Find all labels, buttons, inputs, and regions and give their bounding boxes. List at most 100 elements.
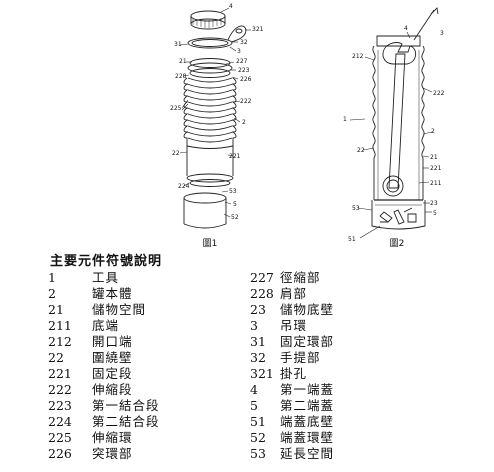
legend-number: 4 xyxy=(250,382,258,397)
fig1-caption: 圖1 xyxy=(203,238,218,249)
legend-row: 32 手提部 xyxy=(250,350,334,366)
fig1-callout: 222 xyxy=(240,98,252,105)
fig2-callout: 21 xyxy=(430,154,438,161)
fig1-callout: 321 xyxy=(252,26,264,33)
fig2-callout: 4 xyxy=(404,25,408,32)
fig2-callout: 212 xyxy=(352,53,364,60)
legend-row: 224 第二結合段 xyxy=(48,414,160,430)
legend-label: 延長空間 xyxy=(280,446,335,461)
legend-number: 212 xyxy=(48,334,72,349)
fig2-caption: 圖2 xyxy=(390,238,405,249)
legend-row: 51 端蓋底壁 xyxy=(250,414,334,430)
fig1-callout: 2 xyxy=(242,119,246,126)
legend-row: 227 徑縮部 xyxy=(250,270,334,286)
fig1-callout: 52 xyxy=(231,214,239,221)
legend-number: 224 xyxy=(48,414,72,429)
legend-number: 23 xyxy=(250,302,266,317)
legend-label: 第二端蓋 xyxy=(280,398,335,413)
legend-label: 掛孔 xyxy=(280,366,308,381)
legend-label: 底端 xyxy=(92,318,120,333)
legend-row: 23 儲物底壁 xyxy=(250,302,334,318)
legend-label: 端蓋環壁 xyxy=(280,430,335,445)
legend-label: 第二結合段 xyxy=(92,414,160,429)
legend-row: 53 延長空間 xyxy=(250,446,334,462)
fig1-callout: 221 xyxy=(229,153,241,160)
legend-row: 228 肩部 xyxy=(250,286,334,302)
legend-number: 226 xyxy=(48,446,72,461)
legend-label: 儲物空間 xyxy=(92,302,147,317)
legend-number: 32 xyxy=(250,350,266,365)
fig1-callout: 53 xyxy=(229,188,237,195)
fig2-callout: 211 xyxy=(430,180,442,187)
legend-row: 211 底端 xyxy=(48,318,160,334)
legend-row: 3 吊環 xyxy=(250,318,334,334)
legend-label: 第一端蓋 xyxy=(280,382,335,397)
legend-label: 手提部 xyxy=(280,350,321,365)
legend-number: 51 xyxy=(250,414,266,429)
fig2-callout: 23 xyxy=(430,200,438,207)
fig2-callout: 221 xyxy=(430,165,442,172)
legend-label: 工具 xyxy=(92,270,120,285)
legend-label: 開口端 xyxy=(92,334,133,349)
fig1-callout: 5 xyxy=(233,201,237,208)
legend-row: 226 突環部 xyxy=(48,446,160,462)
legend-label: 徑縮部 xyxy=(280,270,321,285)
legend-number: 221 xyxy=(48,366,72,381)
legend-number: 21 xyxy=(48,302,64,317)
legend-number: 52 xyxy=(250,430,266,445)
fig1-callout: 226 xyxy=(240,76,252,83)
fig1-callout: 227 xyxy=(236,58,248,65)
legend-number: 53 xyxy=(250,446,266,461)
legend-label: 突環部 xyxy=(92,446,133,461)
fig1-callout: 31 xyxy=(174,41,182,48)
fig1-callout: 224 xyxy=(178,183,190,190)
legend-row: 221 固定段 xyxy=(48,366,160,382)
legend-number: 22 xyxy=(48,350,64,365)
legend-row: 1 工具 xyxy=(48,270,160,286)
patent-drawings: 4321313232122722322822622522222222122453… xyxy=(170,3,445,249)
fig1-callout: 22 xyxy=(172,150,180,157)
fig1-callout: 228 xyxy=(175,73,187,80)
legend-row: 5 第二端蓋 xyxy=(250,398,334,414)
legend-number: 227 xyxy=(250,270,274,285)
legend-label: 吊環 xyxy=(280,318,308,333)
legend-number: 1 xyxy=(48,270,56,285)
fig1-callout: 21 xyxy=(179,58,187,65)
legend-label: 肩部 xyxy=(280,286,308,301)
legend-label: 固定段 xyxy=(92,366,133,381)
legend-number: 5 xyxy=(250,398,258,413)
legend-row: 321 掛孔 xyxy=(250,366,334,382)
legend-number: 31 xyxy=(250,334,266,349)
legend-number: 228 xyxy=(250,286,274,301)
legend-label: 第一結合段 xyxy=(92,398,160,413)
legend-label: 圍繞壁 xyxy=(92,350,133,365)
fig1-callout: 3 xyxy=(237,48,241,55)
fig2-callout: 222 xyxy=(433,90,445,97)
legend-row: 4 第一端蓋 xyxy=(250,382,334,398)
legend-title: 主要元件符號說明 xyxy=(50,254,163,269)
fig2-callout: 53 xyxy=(352,205,360,212)
legend-number: 3 xyxy=(250,318,258,333)
legend-row: 212 開口端 xyxy=(48,334,160,350)
legend-number: 2 xyxy=(48,286,56,301)
legend-label: 伸縮段 xyxy=(92,382,133,397)
legend-number: 211 xyxy=(48,318,72,333)
fig2-callout: 22 xyxy=(357,147,365,154)
fig1-callout: 223 xyxy=(238,67,250,74)
legend-row: 52 端蓋環壁 xyxy=(250,430,334,446)
legend-label: 端蓋底壁 xyxy=(280,414,335,429)
legend-label: 儲物底壁 xyxy=(280,302,335,317)
fig1-drawing xyxy=(179,7,251,229)
fig2-callout: 5 xyxy=(433,210,437,217)
legend-number: 321 xyxy=(250,366,274,381)
legend-label: 伸縮環 xyxy=(92,430,133,445)
legend-row: 22 圍繞壁 xyxy=(48,350,160,366)
